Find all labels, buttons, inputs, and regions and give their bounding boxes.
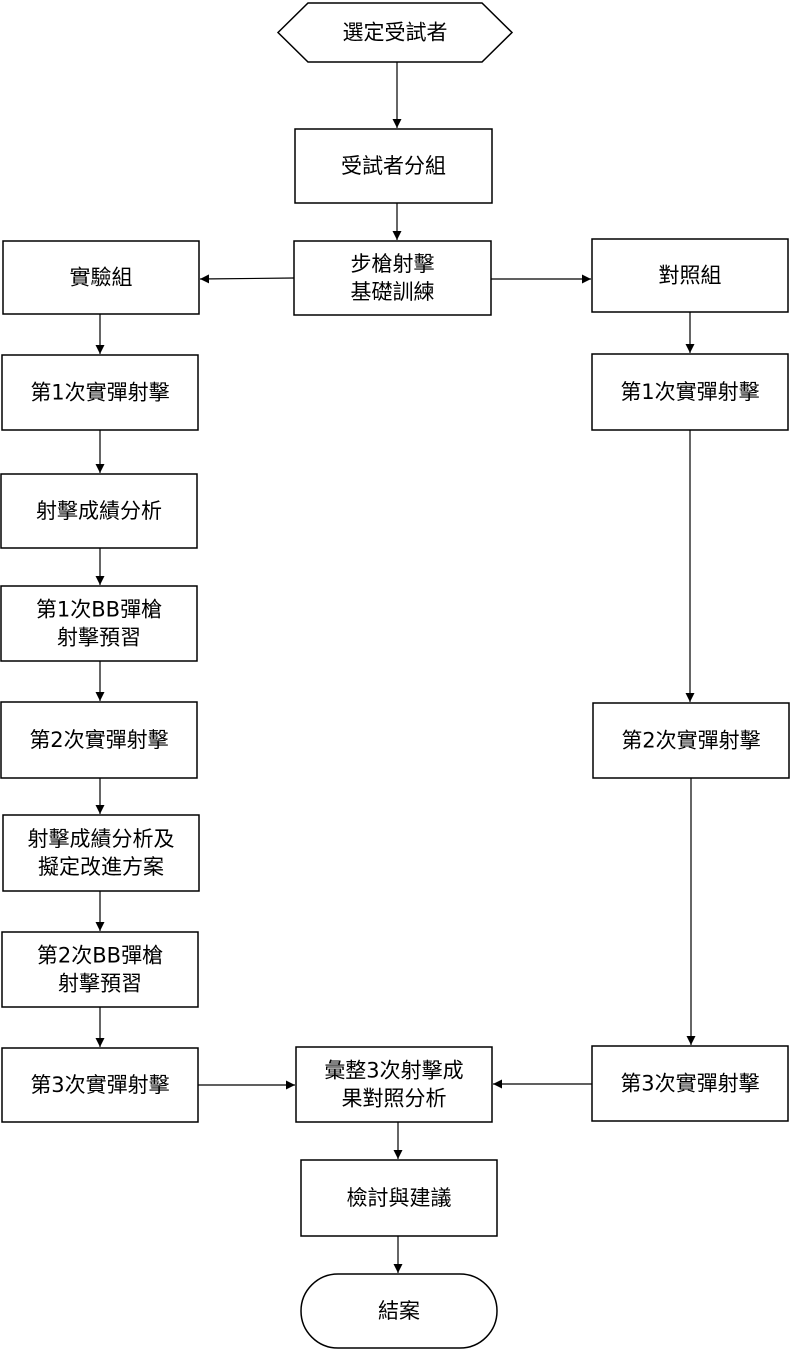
node-label: 第2次BB彈槍 xyxy=(37,944,163,968)
node-c2: 第2次實彈射擊 xyxy=(592,702,790,779)
process-box-shape xyxy=(591,238,789,313)
process-box-shape xyxy=(1,1047,199,1123)
node-label: 對照組 xyxy=(659,264,722,288)
node-label: 選定受試者 xyxy=(343,21,448,45)
process-box-shape xyxy=(592,702,790,779)
process-box-shape xyxy=(300,1159,498,1237)
process-box-shape xyxy=(295,1046,493,1123)
node-label: 第3次實彈射擊 xyxy=(30,1073,169,1097)
node-label: 檢討與建議 xyxy=(347,1186,452,1210)
end-terminal-shape xyxy=(300,1273,498,1349)
node-label: 第1次實彈射擊 xyxy=(30,381,169,405)
node-label: 步槍射擊 xyxy=(351,252,435,276)
process-box-shape xyxy=(1,931,199,1008)
process-box-shape xyxy=(591,353,789,431)
arrow-basic-to-exp xyxy=(199,274,295,284)
process-box-shape xyxy=(591,1045,789,1122)
process-box-shape xyxy=(0,701,198,779)
process-box-shape xyxy=(0,473,198,549)
node-label: 彙整3次射擊成 xyxy=(324,1059,463,1083)
process-box-shape xyxy=(0,585,198,662)
node-select: 選定受試者 xyxy=(276,2,514,63)
node-label: 射擊預習 xyxy=(58,972,142,996)
edges xyxy=(95,62,696,1273)
node-label: 第2次實彈射擊 xyxy=(29,728,168,752)
node-ctrl: 對照組 xyxy=(591,238,789,313)
node-label: 第3次實彈射擊 xyxy=(620,1072,759,1096)
node-label: 第1次實彈射擊 xyxy=(620,380,759,404)
node-e2: 射擊成績分析 xyxy=(0,473,198,549)
node-label: 果對照分析 xyxy=(342,1087,447,1111)
node-label: 第2次實彈射擊 xyxy=(621,729,760,753)
process-box-shape xyxy=(294,128,493,204)
node-group: 受試者分組 xyxy=(294,128,493,204)
node-label: 受試者分組 xyxy=(341,154,446,178)
node-label: 射擊成績分析 xyxy=(36,499,162,523)
node-review: 檢討與建議 xyxy=(300,1159,498,1237)
start-hexagon-shape xyxy=(276,2,514,63)
node-label: 基礎訓練 xyxy=(351,280,435,304)
node-label: 結案 xyxy=(378,1299,420,1323)
node-e7: 第3次實彈射擊 xyxy=(1,1047,199,1123)
node-c3: 第3次實彈射擊 xyxy=(591,1045,789,1122)
process-box-shape xyxy=(1,354,199,431)
node-label: 射擊成績分析及 xyxy=(28,827,175,851)
node-e1: 第1次實彈射擊 xyxy=(1,354,199,431)
node-label: 擬定改進方案 xyxy=(38,855,164,879)
node-e4: 第2次實彈射擊 xyxy=(0,701,198,779)
process-box-shape xyxy=(2,814,200,892)
node-c1: 第1次實彈射擊 xyxy=(591,353,789,431)
node-end: 結案 xyxy=(300,1273,498,1349)
node-label: 實驗組 xyxy=(70,266,133,290)
node-label: 射擊預習 xyxy=(57,626,141,650)
node-exp: 實驗組 xyxy=(2,240,200,315)
process-box-shape xyxy=(293,240,492,316)
process-box-shape xyxy=(2,240,200,315)
node-label: 第1次BB彈槍 xyxy=(36,598,162,622)
